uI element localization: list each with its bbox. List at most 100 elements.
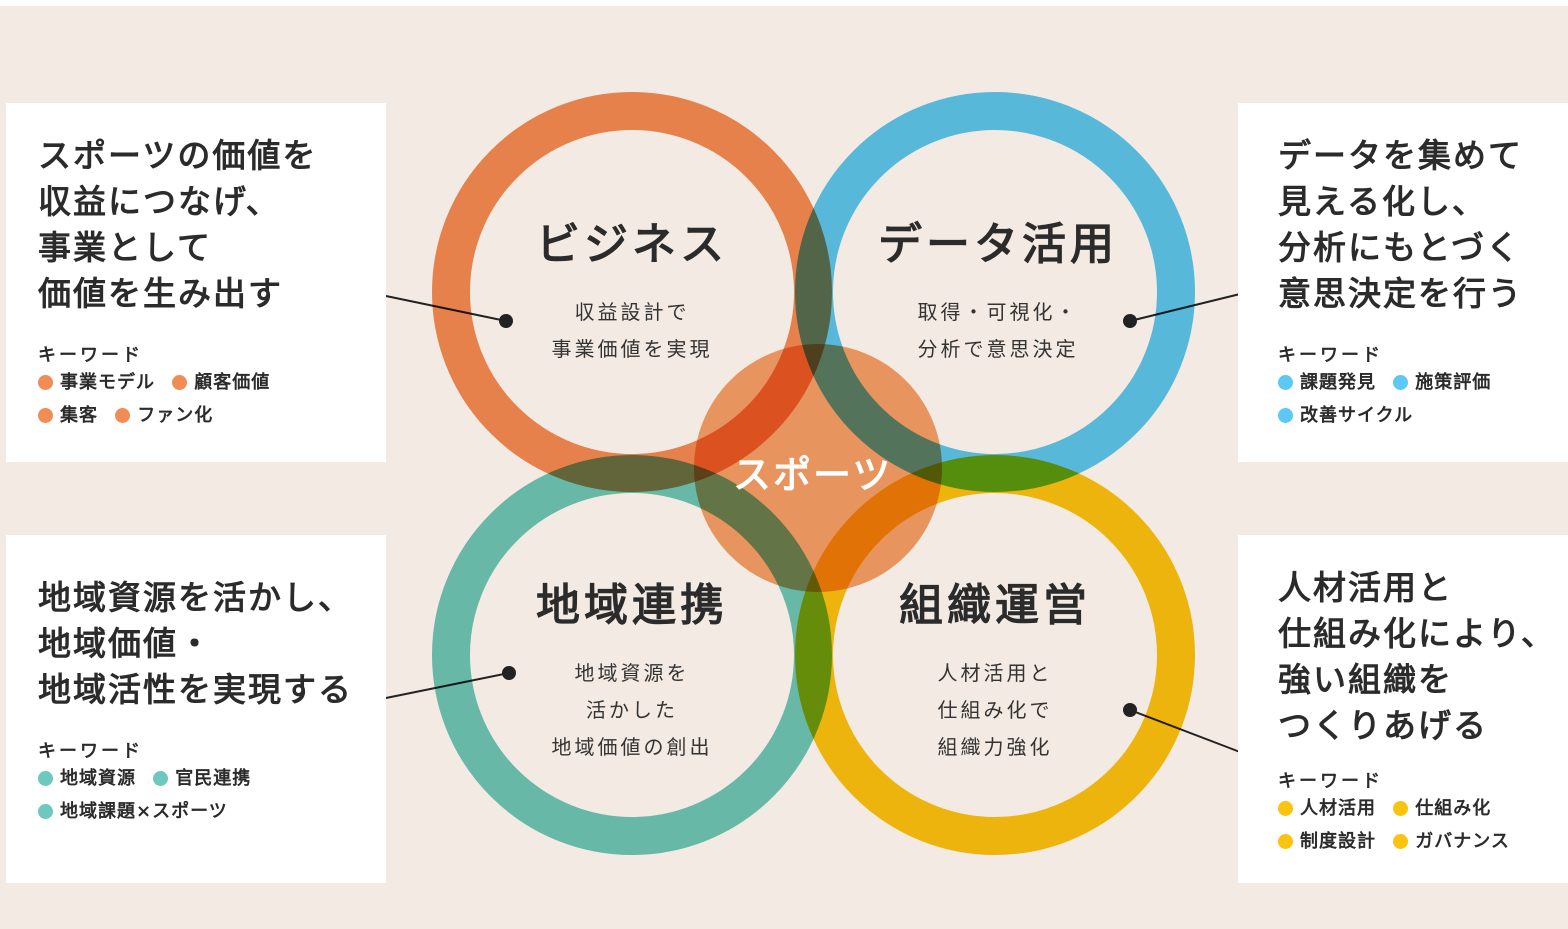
circle-data-sub-line: 取得・可視化・ [917,300,1079,324]
circle-region: 地域連携 地域資源を 活かした 地域価値の創出 [512,569,752,766]
panel-region-headline: 地域資源を活かし、 地域価値・ 地域活性を実現する [38,575,386,713]
circle-org-title: 組織運営 [899,580,1091,631]
bullet-dot-icon [172,375,188,390]
keyword-label: 改善サイクル [1300,405,1414,426]
keyword-item: 官民連携 [153,763,251,794]
headline-line: 分析にもとづく [1278,228,1522,267]
keyword-row: 課題発見 施策評価 [1278,367,1568,400]
top-band [0,0,1568,6]
bullet-dot-icon [1278,375,1293,390]
bullet-dot-icon [1278,408,1293,423]
keyword-row: 地域資源 官民連携 [38,763,386,796]
bullet-dot-icon [1278,801,1293,816]
circle-region-sub-line: 地域資源を [574,661,690,685]
circle-business-sub-line: 事業価値を実現 [551,337,713,361]
headline-line: 見える化し、 [1278,182,1488,221]
keyword-item: 仕組み化 [1393,793,1491,824]
circle-business-sub-line: 収益設計で [574,300,690,324]
keyword-item: 課題発見 [1278,367,1376,398]
circle-data: データ活用 取得・可視化・ 分析で意思決定 [868,208,1128,368]
keyword-label: 地域資源 [60,768,136,789]
center-circle [694,344,942,592]
keyword-label: ファン化 [137,405,214,426]
bullet-dot-icon [38,375,53,390]
bullet-dot-icon [38,771,53,786]
keyword-label: 事業モデル [60,372,155,393]
keyword-title: キーワード [38,741,143,762]
keyword-item: 顧客価値 [172,367,270,398]
keyword-label: 課題発見 [1300,372,1376,393]
center-label: スポーツ [733,453,893,497]
circle-region-sub-line: 地域価値の創出 [551,735,713,759]
keyword-label: 顧客価値 [194,372,271,393]
headline-line: 仕組み化により、 [1278,614,1557,653]
keyword-row: 制度設計 ガバナンス [1278,826,1568,859]
headline-line: 強い組織を [1278,660,1453,699]
keyword-label: 制度設計 [1300,831,1376,852]
headline-line: スポーツの価値を [38,136,318,175]
headline-line: 収益につなげ、 [38,182,281,221]
keyword-label: 官民連携 [175,768,252,789]
keyword-label: 人材活用 [1300,798,1376,819]
bullet-dot-icon [38,408,53,423]
connector-dot-business [499,314,513,328]
bullet-dot-icon [1393,801,1409,816]
panel-data-headline: データを集めて 見える化し、 分析にもとづく 意思決定を行う [1278,133,1568,317]
panel-data: データを集めて 見える化し、 分析にもとづく 意思決定を行う キーワード 課題発… [1238,103,1568,462]
keyword-title: キーワード [38,345,143,366]
keyword-row: 集客 ファン化 [38,400,386,433]
bullet-dot-icon [1393,834,1409,849]
keyword-item: ガバナンス [1393,826,1510,857]
bullet-dot-icon [115,408,131,423]
connector-dot-region [502,666,516,680]
keyword-title: キーワード [1278,345,1383,366]
circle-data-title: データ活用 [878,219,1118,270]
panel-region: 地域資源を活かし、 地域価値・ 地域活性を実現する キーワード 地域資源 官民連… [6,535,386,883]
connector-dot-org [1123,703,1137,717]
keyword-item: 改善サイクル [1278,400,1413,431]
headline-line: データを集めて [1278,136,1523,175]
circle-region-title: 地域連携 [536,580,728,631]
headline-line: 地域活性を実現する [38,670,353,709]
bullet-dot-icon [153,771,169,786]
circle-org-subtitle: 人材活用と 仕組み化で 組織力強化 [875,655,1115,766]
keyword-item: 集客 [38,400,98,431]
keyword-label: 地域課題×スポーツ [60,801,228,822]
keyword-item: 制度設計 [1278,826,1376,857]
circle-org-sub-line: 人材活用と [937,661,1053,685]
circle-business: ビジネス 収益設計で 事業価値を実現 [512,208,752,368]
circle-business-subtitle: 収益設計で 事業価値を実現 [512,294,752,368]
headline-line: 意思決定を行う [1278,274,1523,313]
panel-business-headline: スポーツの価値を 収益につなげ、 事業として 価値を生み出す [38,133,386,317]
headline-line: 価値を生み出す [38,274,283,313]
keyword-item: ファン化 [115,400,213,431]
connector-dot-data [1123,314,1137,328]
panel-org-headline: 人材活用と 仕組み化により、 強い組織を つくりあげる [1278,565,1568,749]
keyword-row: 地域課題×スポーツ [38,796,386,829]
circle-org-sub-line: 組織力強化 [937,735,1053,759]
keyword-row: 人材活用 仕組み化 [1278,793,1568,826]
circle-org-sub-line: 仕組み化で [937,698,1053,722]
keyword-label: ガバナンス [1415,831,1510,852]
ring-org [795,455,1195,855]
keyword-row: 事業モデル 顧客価値 [38,367,386,400]
circle-region-subtitle: 地域資源を 活かした 地域価値の創出 [512,655,752,766]
circle-data-sub-line: 分析で意思決定 [917,337,1079,361]
headline-line: 人材活用と [1278,568,1453,607]
headline-line: 地域資源を活かし、 [38,578,353,617]
keyword-label: 施策評価 [1415,372,1492,393]
circle-business-title: ビジネス [536,219,728,270]
bullet-dot-icon [38,804,53,819]
bullet-dot-icon [1278,834,1293,849]
keyword-item: 地域課題×スポーツ [38,796,228,827]
headline-line: 地域価値・ [38,624,213,663]
headline-line: 事業として [38,228,213,267]
keyword-item: 人材活用 [1278,793,1376,824]
circle-data-subtitle: 取得・可視化・ 分析で意思決定 [868,294,1128,368]
keyword-title: キーワード [1278,771,1383,792]
bullet-dot-icon [1393,375,1409,390]
circle-region-sub-line: 活かした [586,698,678,722]
panel-business: スポーツの価値を 収益につなげ、 事業として 価値を生み出す キーワード 事業モ… [6,103,386,462]
keyword-label: 集客 [60,405,98,426]
